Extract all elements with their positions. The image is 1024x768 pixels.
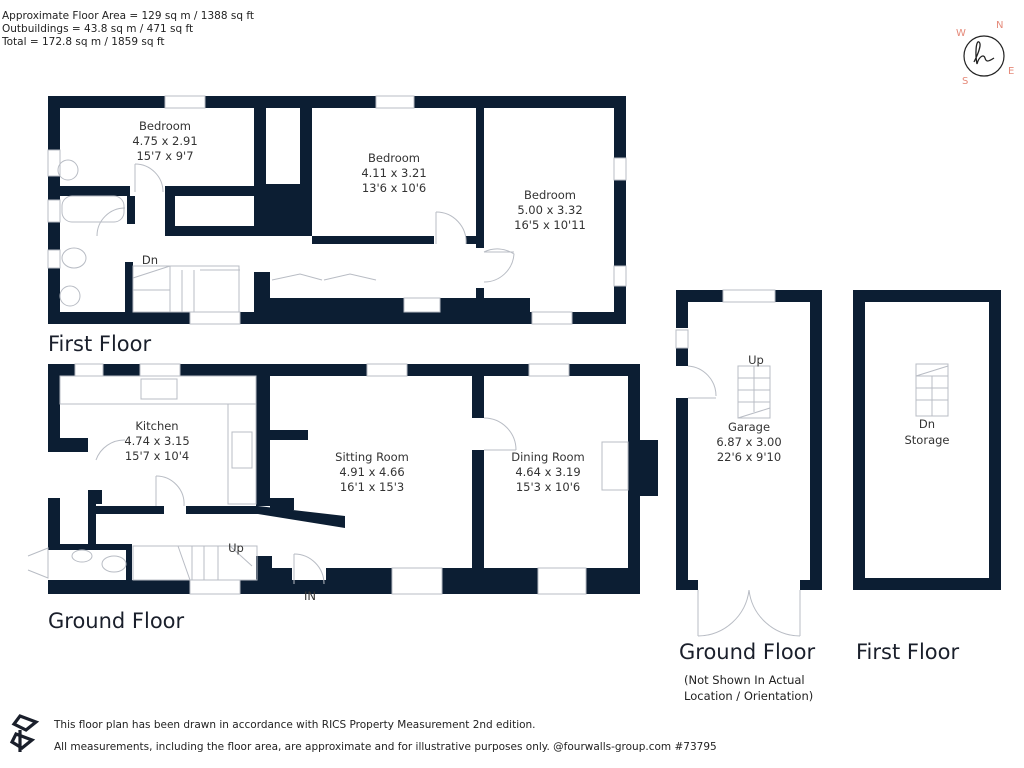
room-imperial: 15'7 x 9'7 [136, 149, 193, 163]
footer-line2: All measurements, including the floor ar… [54, 741, 717, 753]
room-name: Sitting Room [335, 450, 409, 464]
first-floor-label: First Floor [48, 332, 152, 356]
footer-line1: This floor plan has been drawn in accord… [54, 719, 536, 731]
outbuilding-note-line1: (Not Shown In Actual [684, 673, 805, 687]
total-area-text: Total = 172.8 sq m / 1859 sq ft [2, 36, 165, 48]
room-metric: 6.87 x 3.00 [716, 435, 781, 449]
compass-logo: N W S E [948, 18, 1020, 90]
compass-circle-icon [963, 35, 1005, 77]
room-imperial: 22'6 x 9'10 [717, 450, 781, 464]
room-imperial: 13'6 x 10'6 [362, 181, 426, 195]
room-imperial: 16'1 x 15'3 [340, 480, 404, 494]
room-name: Bedroom [368, 151, 420, 165]
room-name: Bedroom [524, 188, 576, 202]
outbuildings-area-text: Outbuildings = 43.8 sq m / 471 sq ft [2, 23, 194, 35]
stairs-up-label: Up [228, 541, 244, 555]
room-metric: 4.74 x 3.15 [124, 434, 189, 448]
entrance-label: IN [304, 589, 316, 603]
room-labels: Bedroom 4.75 x 2.91 15'7 x 9'7 Bedroom 4… [124, 119, 949, 603]
room-name: Dining Room [511, 450, 585, 464]
room-name: Storage [905, 433, 950, 447]
room-imperial: 15'7 x 10'4 [125, 449, 189, 463]
area-summary: Approximate Floor Area = 129 sq m / 1388… [2, 10, 254, 49]
room-metric: 4.11 x 3.21 [361, 166, 426, 180]
footer-disclaimer: This floor plan has been drawn in accord… [54, 714, 717, 758]
doors-and-fixtures [27, 159, 949, 637]
room-metric: 4.64 x 3.19 [515, 465, 580, 479]
room-metric: 4.91 x 4.66 [339, 465, 404, 479]
storage-stairs-down-label: Dn [919, 417, 935, 431]
room-name: Bedroom [139, 119, 191, 133]
room-name: Kitchen [135, 419, 178, 433]
compass-east-label: E [1008, 66, 1015, 77]
compass-west-label: W [956, 28, 966, 39]
room-metric: 5.00 x 3.32 [517, 203, 582, 217]
walls [48, 96, 1001, 594]
windows [47, 95, 776, 595]
fourwalls-logo-icon [9, 714, 40, 752]
ground-floor-label: Ground Floor [48, 609, 185, 633]
room-metric: 4.75 x 2.91 [132, 134, 197, 148]
floor-area-text: Approximate Floor Area = 129 sq m / 1388… [2, 10, 254, 22]
room-name: Garage [728, 420, 770, 434]
stairs-down-label: Dn [142, 253, 158, 267]
outbuilding-note-line2: Location / Orientation) [684, 689, 814, 703]
room-imperial: 16'5 x 10'11 [514, 218, 586, 232]
room-imperial: 15'3 x 10'6 [516, 480, 580, 494]
compass-south-label: S [962, 76, 969, 87]
garage-stairs-up-label: Up [748, 353, 764, 367]
outbuilding-ground-floor-label: Ground Floor [679, 640, 816, 664]
compass-north-label: N [996, 20, 1004, 31]
outbuilding-location-note: (Not Shown In Actual Location / Orientat… [684, 672, 813, 704]
outbuilding-first-floor-label: First Floor [856, 640, 960, 664]
